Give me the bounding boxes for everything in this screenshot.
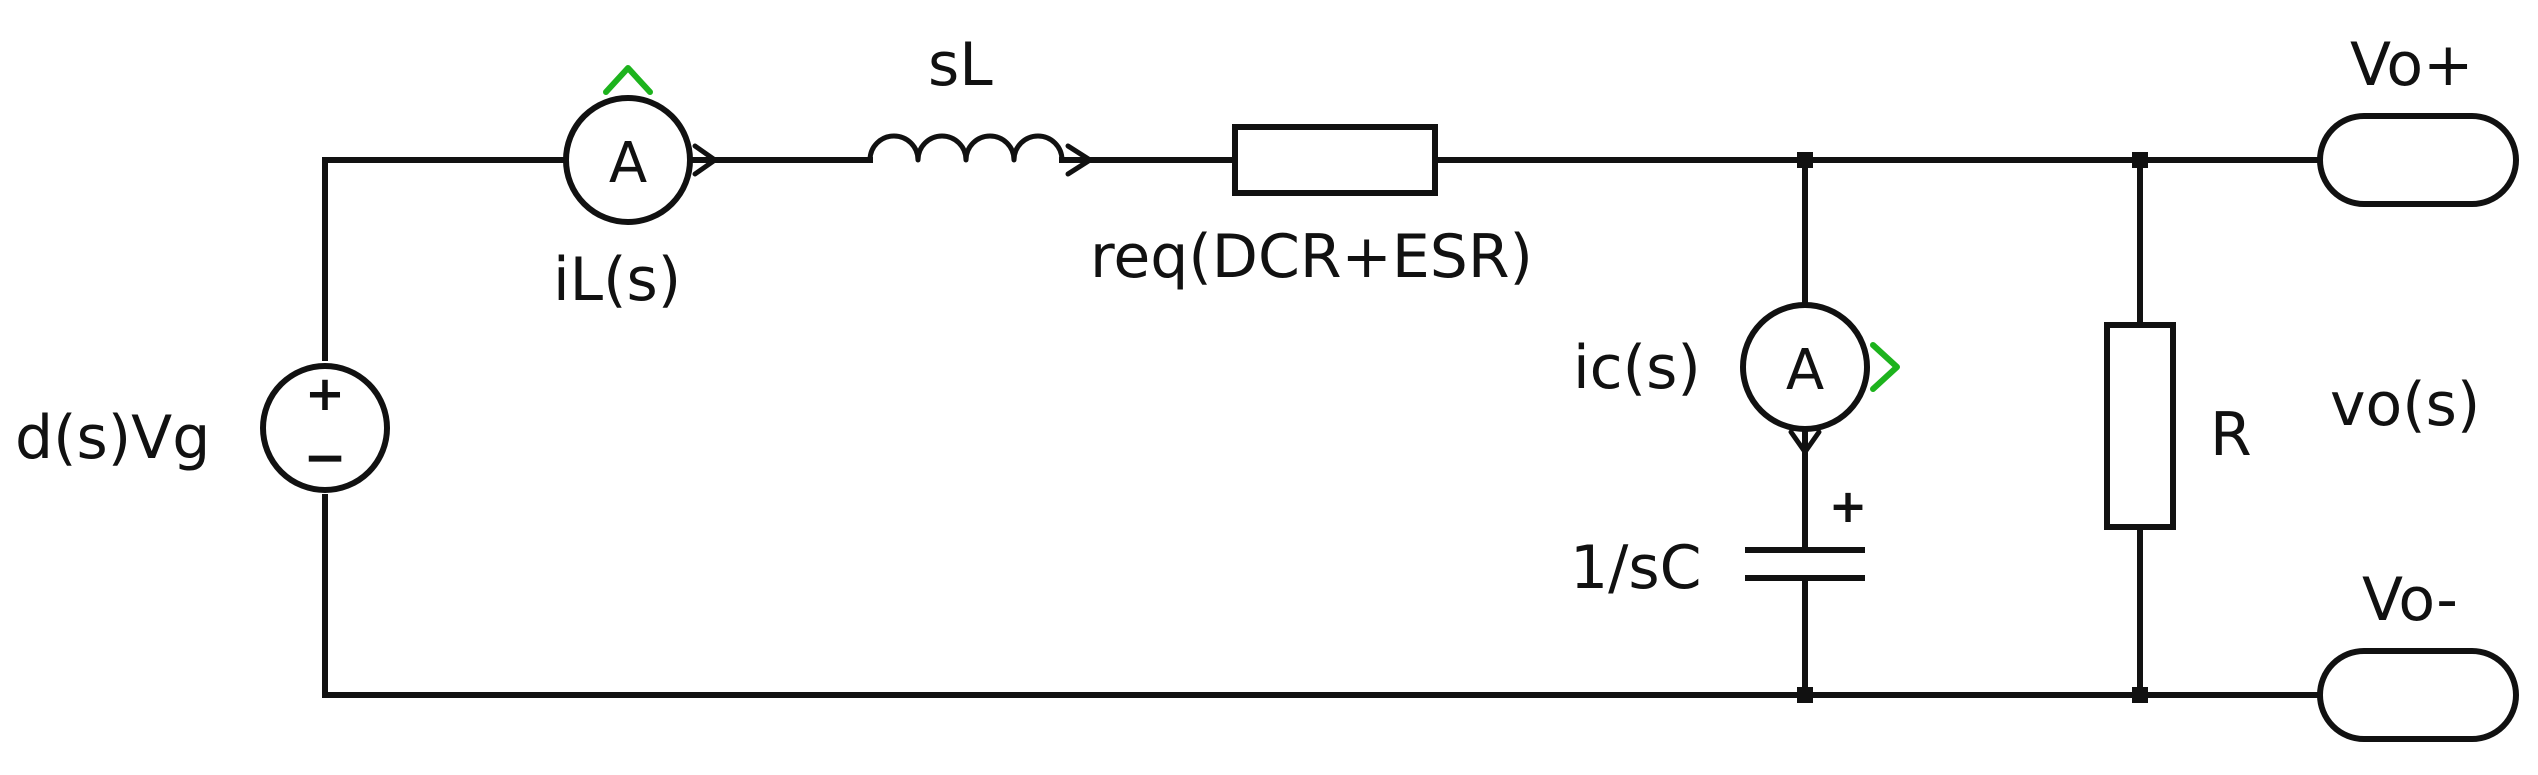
junctions bbox=[1797, 152, 2148, 703]
source-plus-sign: + bbox=[305, 366, 345, 422]
junction-dot bbox=[1797, 152, 1813, 168]
resistor-equivalent bbox=[1232, 124, 1438, 196]
ammeter-l-label: iL(s) bbox=[553, 245, 681, 315]
inductor-label: sL bbox=[928, 30, 993, 100]
wires bbox=[322, 157, 2323, 698]
capacitor: + bbox=[1745, 479, 1868, 581]
junction-dot bbox=[1797, 687, 1813, 703]
output-voltage-label: vo(s) bbox=[2330, 370, 2480, 440]
port-negative bbox=[2317, 648, 2519, 742]
source-minus-sign: − bbox=[303, 428, 347, 488]
current-arrow-icon bbox=[692, 143, 718, 177]
port-negative-label: Vo- bbox=[2362, 565, 2458, 635]
port-positive bbox=[2317, 113, 2519, 207]
resistor-eq-label: req(DCR+ESR) bbox=[1090, 222, 1533, 292]
inductor bbox=[867, 133, 1093, 177]
load-resistor bbox=[2104, 322, 2176, 530]
source-label: d(s)Vg bbox=[15, 403, 210, 473]
capacitor-plus-sign: + bbox=[1829, 479, 1868, 533]
capacitor-label: 1/sC bbox=[1570, 533, 1702, 603]
ammeter-letter: A bbox=[1786, 338, 1824, 403]
ammeter-capacitor-current: A bbox=[1740, 302, 1900, 455]
ammeter-letter: A bbox=[609, 131, 647, 196]
load-label: R bbox=[2210, 400, 2252, 470]
probe-marker-icon bbox=[1870, 342, 1900, 392]
current-arrow-icon bbox=[1788, 429, 1822, 455]
port-positive-label: Vo+ bbox=[2350, 30, 2473, 100]
ammeter-inductor-current: A bbox=[563, 65, 718, 225]
junction-dot bbox=[2132, 152, 2148, 168]
ammeter-c-label: ic(s) bbox=[1573, 333, 1701, 403]
junction-dot bbox=[2132, 687, 2148, 703]
voltage-source: + − bbox=[260, 363, 390, 493]
probe-marker-icon bbox=[603, 65, 653, 95]
